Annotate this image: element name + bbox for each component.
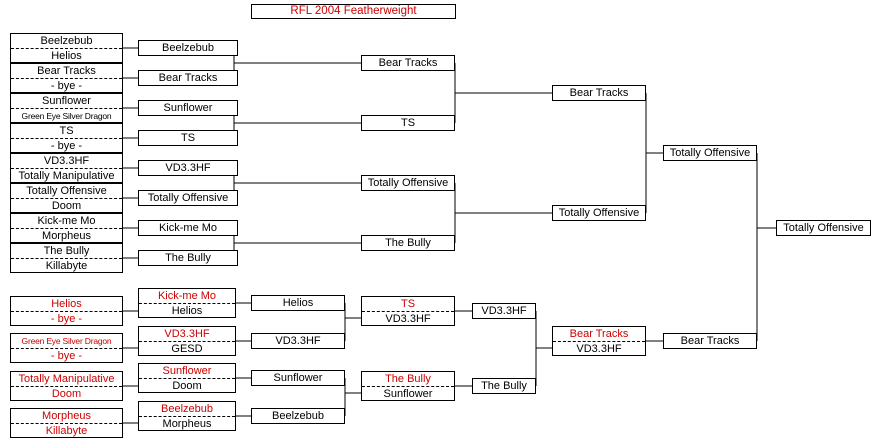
loser-r5-box: VD3.3HF [472,303,536,319]
entrant-slot: Doom [51,200,82,212]
winner-r1-box: Beelzebub [138,40,238,56]
entrant-slot: Morpheus [42,230,91,242]
loser-slot: Bear Tracks [553,327,645,342]
loser-slot: VD3.3HF [139,327,235,342]
entrant-slot: Sunflower [11,94,122,109]
winner-r3-box: Totally Offensive [552,205,646,221]
loser-pair: The Bully Sunflower [361,371,455,401]
winner-r2-box: The Bully [361,235,455,251]
winner-r2-box: Totally Offensive [361,175,455,191]
loser-slot: Morpheus [162,418,212,430]
winner-r1-box: The Bully [138,250,238,266]
winner-r1-box: Totally Offensive [138,190,238,206]
loser-r3-box: VD3.3HF [251,333,345,349]
loser-slot: Doom [172,380,202,392]
entrant-slot: Green Eye Silver Dragon [21,111,112,121]
loser-slot: VD3.3HF [385,313,431,325]
entrant-slot: Totally Offensive [11,184,122,199]
entrant-slot: Killabyte [45,260,88,272]
loser-r5-box: The Bully [472,378,536,394]
entrant-slot: Helios [51,50,82,62]
loser-r3-box: Sunflower [251,370,345,386]
winner-r1-box: Bear Tracks [138,70,238,86]
entrant-pair: Kick-me Mo Morpheus [10,213,123,243]
loser-pair: VD3.3HF GESD [138,326,236,356]
loser-slot: - bye - [50,350,83,362]
loser-r3-box: Beelzebub [251,408,345,424]
loser-slot: Sunflower [383,388,433,400]
entrant-slot: The Bully [11,244,122,259]
winner-r1-box: Sunflower [138,100,238,116]
entrant-slot: - bye - [50,80,83,92]
loser-slot: Totally Manipulative [11,372,122,387]
entrant-slot: Beelzebub [11,34,122,49]
entrant-slot: Totally Manipulative [18,170,115,182]
loser-slot: GESD [171,343,203,355]
entrant-pair: VD3.3HF Totally Manipulative [10,153,123,183]
winner-r2-box: TS [361,115,455,131]
winner-r1-box: Kick-me Mo [138,220,238,236]
entrant-slot: TS [11,124,122,139]
champion-box: Totally Offensive [776,220,871,236]
loser-pair: Morpheus Killabyte [10,408,123,438]
loser-pair: Beelzebub Morpheus [138,401,236,431]
loser-final-box: Bear Tracks [663,333,757,349]
loser-pair: Helios - bye - [10,296,123,326]
entrant-pair: Beelzebub Helios [10,33,123,63]
entrant-slot: VD3.3HF [11,154,122,169]
loser-pair: Kick-me Mo Helios [138,288,236,318]
winner-r4-box: Totally Offensive [663,145,757,161]
loser-slot: Helios [171,305,203,317]
loser-slot: Kick-me Mo [139,289,235,304]
entrant-pair: TS - bye - [10,123,123,153]
loser-slot: Doom [51,388,82,400]
loser-slot: TS [362,297,454,312]
entrant-slot: Bear Tracks [11,64,122,79]
entrant-pair: The Bully Killabyte [10,243,123,273]
entrant-slot: - bye - [50,140,83,152]
entrant-pair: Sunflower Green Eye Silver Dragon [10,93,123,123]
loser-slot: Sunflower [139,364,235,379]
loser-pair: Bear Tracks VD3.3HF [552,326,646,356]
entrant-slot: Kick-me Mo [11,214,122,229]
winner-r1-box: TS [138,130,238,146]
winner-r3-box: Bear Tracks [552,85,646,101]
loser-r3-box: Helios [251,295,345,311]
loser-pair: Green Eye Silver Dragon - bye - [10,333,123,363]
loser-pair: Totally Manipulative Doom [10,371,123,401]
winner-r1-box: VD3.3HF [138,160,238,176]
loser-slot: Morpheus [11,409,122,424]
entrant-pair: Bear Tracks - bye - [10,63,123,93]
loser-slot: Helios [11,297,122,312]
loser-slot: Beelzebub [139,402,235,417]
loser-slot: Green Eye Silver Dragon [11,334,122,349]
loser-pair: Sunflower Doom [138,363,236,393]
loser-slot: The Bully [362,372,454,387]
loser-slot: VD3.3HF [576,343,622,355]
loser-slot: Killabyte [45,425,88,437]
entrant-pair: Totally Offensive Doom [10,183,123,213]
loser-slot: - bye - [50,313,83,325]
loser-pair: TS VD3.3HF [361,296,455,326]
bracket-title: RFL 2004 Featherweight [251,4,456,19]
winner-r2-box: Bear Tracks [361,55,455,71]
